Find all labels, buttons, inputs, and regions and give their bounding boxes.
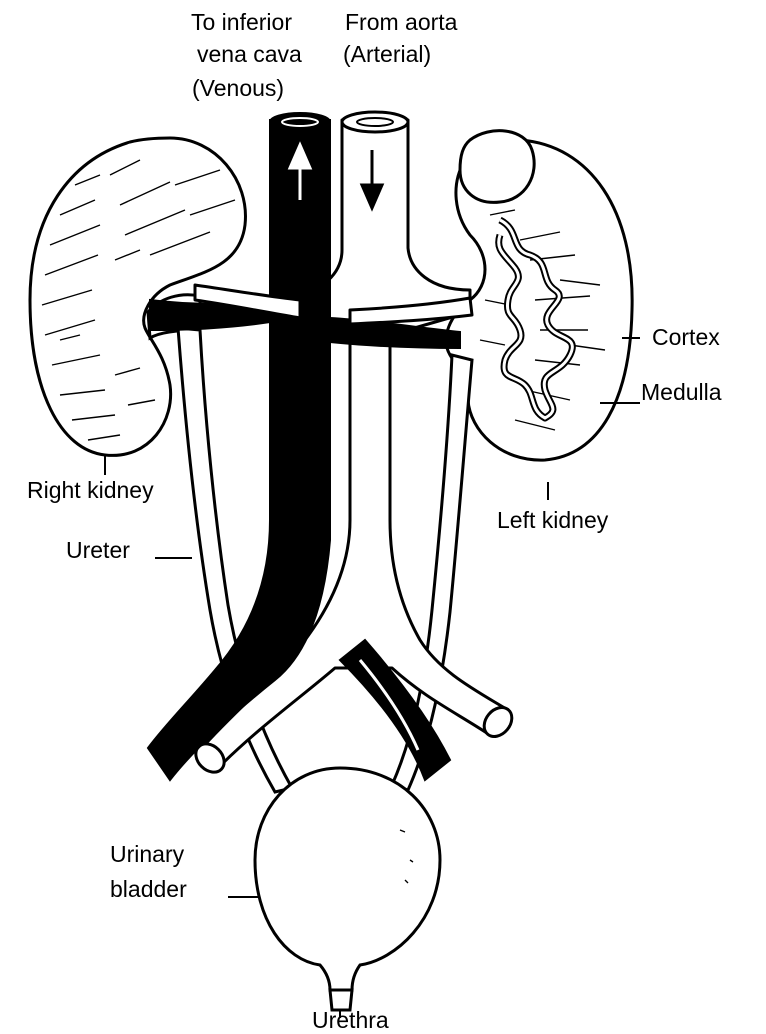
aorta-label-line1: From aorta — [345, 9, 458, 35]
right-kidney-label: Right kidney — [27, 477, 154, 503]
urinary-bladder — [255, 768, 440, 990]
bladder-label-line2: bladder — [110, 876, 187, 902]
vena-cava-label-line2: vena cava — [197, 41, 302, 67]
vena-cava-label-line3: (Venous) — [192, 75, 284, 101]
aorta-label-line2: (Arterial) — [343, 41, 431, 67]
urethra-label: Urethra — [312, 1007, 389, 1033]
vena-cava-label-line1: To inferior — [191, 9, 292, 35]
left-kidney-label: Left kidney — [497, 507, 609, 533]
cortex-label: Cortex — [652, 324, 720, 350]
left-kidney — [446, 131, 632, 460]
bladder-label-line1: Urinary — [110, 841, 185, 867]
medulla-label: Medulla — [641, 379, 722, 405]
left-kidney-upper-pole — [460, 131, 534, 203]
ureter-label: Ureter — [66, 537, 130, 563]
